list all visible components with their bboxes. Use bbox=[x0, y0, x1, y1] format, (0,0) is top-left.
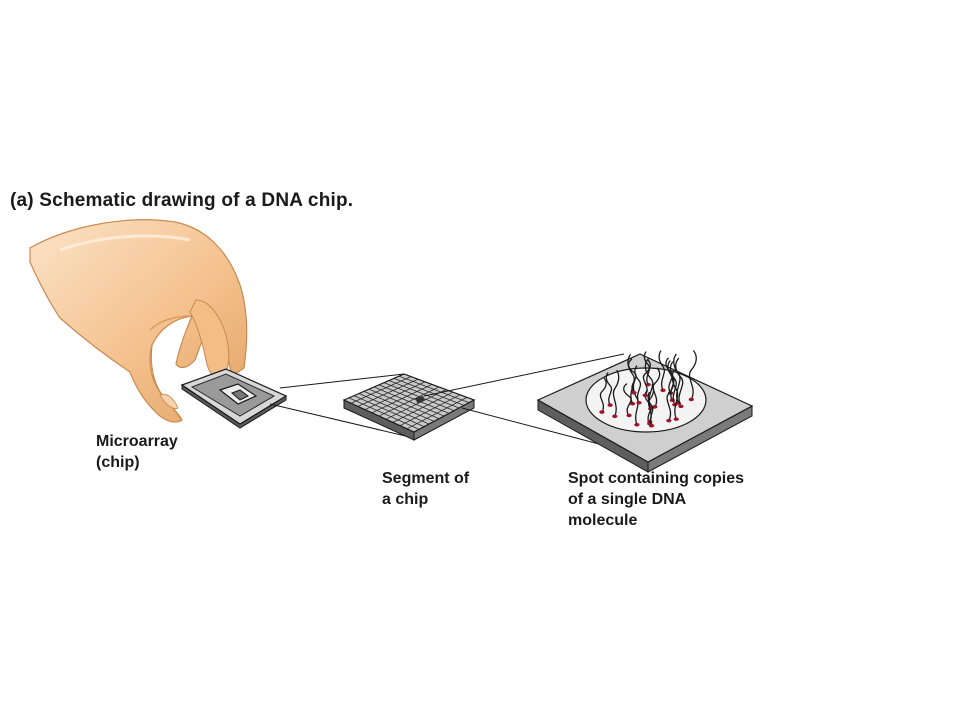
zoom-lines-chip-to-segment bbox=[269, 373, 415, 439]
dna-strand bbox=[666, 374, 675, 421]
dna-anchor-dot bbox=[629, 401, 636, 406]
dna-strand bbox=[623, 383, 632, 416]
dna-anchor-dot bbox=[648, 423, 655, 428]
hand-knuckle-shadow bbox=[149, 315, 191, 331]
figure-title: (a) Schematic drawing of a DNA chip. bbox=[10, 190, 354, 211]
dna-anchor-dot bbox=[673, 417, 679, 421]
spot-plate bbox=[536, 350, 754, 473]
dna-anchor-dot bbox=[599, 410, 605, 414]
grid-line bbox=[350, 376, 412, 404]
zoom-line bbox=[269, 403, 415, 439]
hand-illustration bbox=[29, 219, 248, 423]
zoom-line bbox=[279, 373, 405, 389]
chip-array-center bbox=[231, 389, 249, 401]
dna-strand bbox=[688, 350, 697, 400]
dna-strand bbox=[652, 367, 661, 408]
dna-strands bbox=[599, 350, 697, 428]
dna-strand bbox=[671, 369, 679, 420]
dna-strand bbox=[605, 372, 613, 406]
grid-line bbox=[357, 378, 419, 407]
dna-strand bbox=[643, 351, 651, 385]
segment-label: Segment of a chip bbox=[382, 470, 470, 508]
dna-strand bbox=[647, 391, 654, 426]
dna-anchor-dot bbox=[652, 405, 658, 409]
hand-highlight bbox=[59, 234, 191, 252]
dna-strand bbox=[632, 379, 639, 425]
dna-strand bbox=[612, 369, 620, 417]
dna-strand bbox=[627, 358, 637, 394]
dna-strand bbox=[675, 357, 684, 407]
zoom-line bbox=[423, 353, 625, 397]
grid-line bbox=[406, 397, 468, 430]
grid-line bbox=[392, 391, 454, 423]
spot-label: Spot containing copies of a single DNA m… bbox=[568, 470, 745, 529]
dna-anchor-dot bbox=[666, 418, 672, 423]
hand-palm bbox=[29, 219, 248, 423]
grid-line bbox=[378, 386, 440, 417]
dna-strand bbox=[634, 365, 642, 404]
dna-strand bbox=[627, 354, 635, 405]
dna-anchor-dot bbox=[636, 400, 642, 405]
dna-anchor-dot bbox=[678, 404, 684, 409]
dna-anchor-dot bbox=[634, 422, 640, 427]
dna-anchor-dot bbox=[642, 393, 648, 398]
grid-line bbox=[399, 394, 461, 426]
dna-anchor-dot bbox=[631, 390, 637, 395]
segment-grid bbox=[348, 375, 470, 430]
grid-line bbox=[385, 389, 447, 420]
segment-top bbox=[342, 373, 476, 433]
dna-anchor-dot bbox=[612, 414, 618, 419]
dna-anchor-dot bbox=[607, 403, 613, 407]
dna-anchor-dot bbox=[660, 388, 666, 393]
dna-strand bbox=[644, 357, 654, 410]
grid-line bbox=[364, 381, 426, 410]
segment-highlight-spot bbox=[415, 395, 425, 404]
microarray-label: Microarray (chip) bbox=[96, 433, 178, 471]
dna-strand bbox=[658, 350, 665, 391]
chip-segment bbox=[342, 373, 476, 441]
dna-strand bbox=[599, 377, 607, 413]
dna-anchor-dot bbox=[688, 397, 694, 402]
grid-line bbox=[371, 384, 433, 414]
dna-strand bbox=[669, 361, 677, 405]
dna-anchor-dot bbox=[626, 413, 632, 418]
dna-anchor-dot bbox=[645, 382, 651, 387]
hand-thumbnail bbox=[159, 393, 179, 409]
dna-strand bbox=[642, 358, 651, 396]
microarray-chip bbox=[180, 368, 288, 429]
